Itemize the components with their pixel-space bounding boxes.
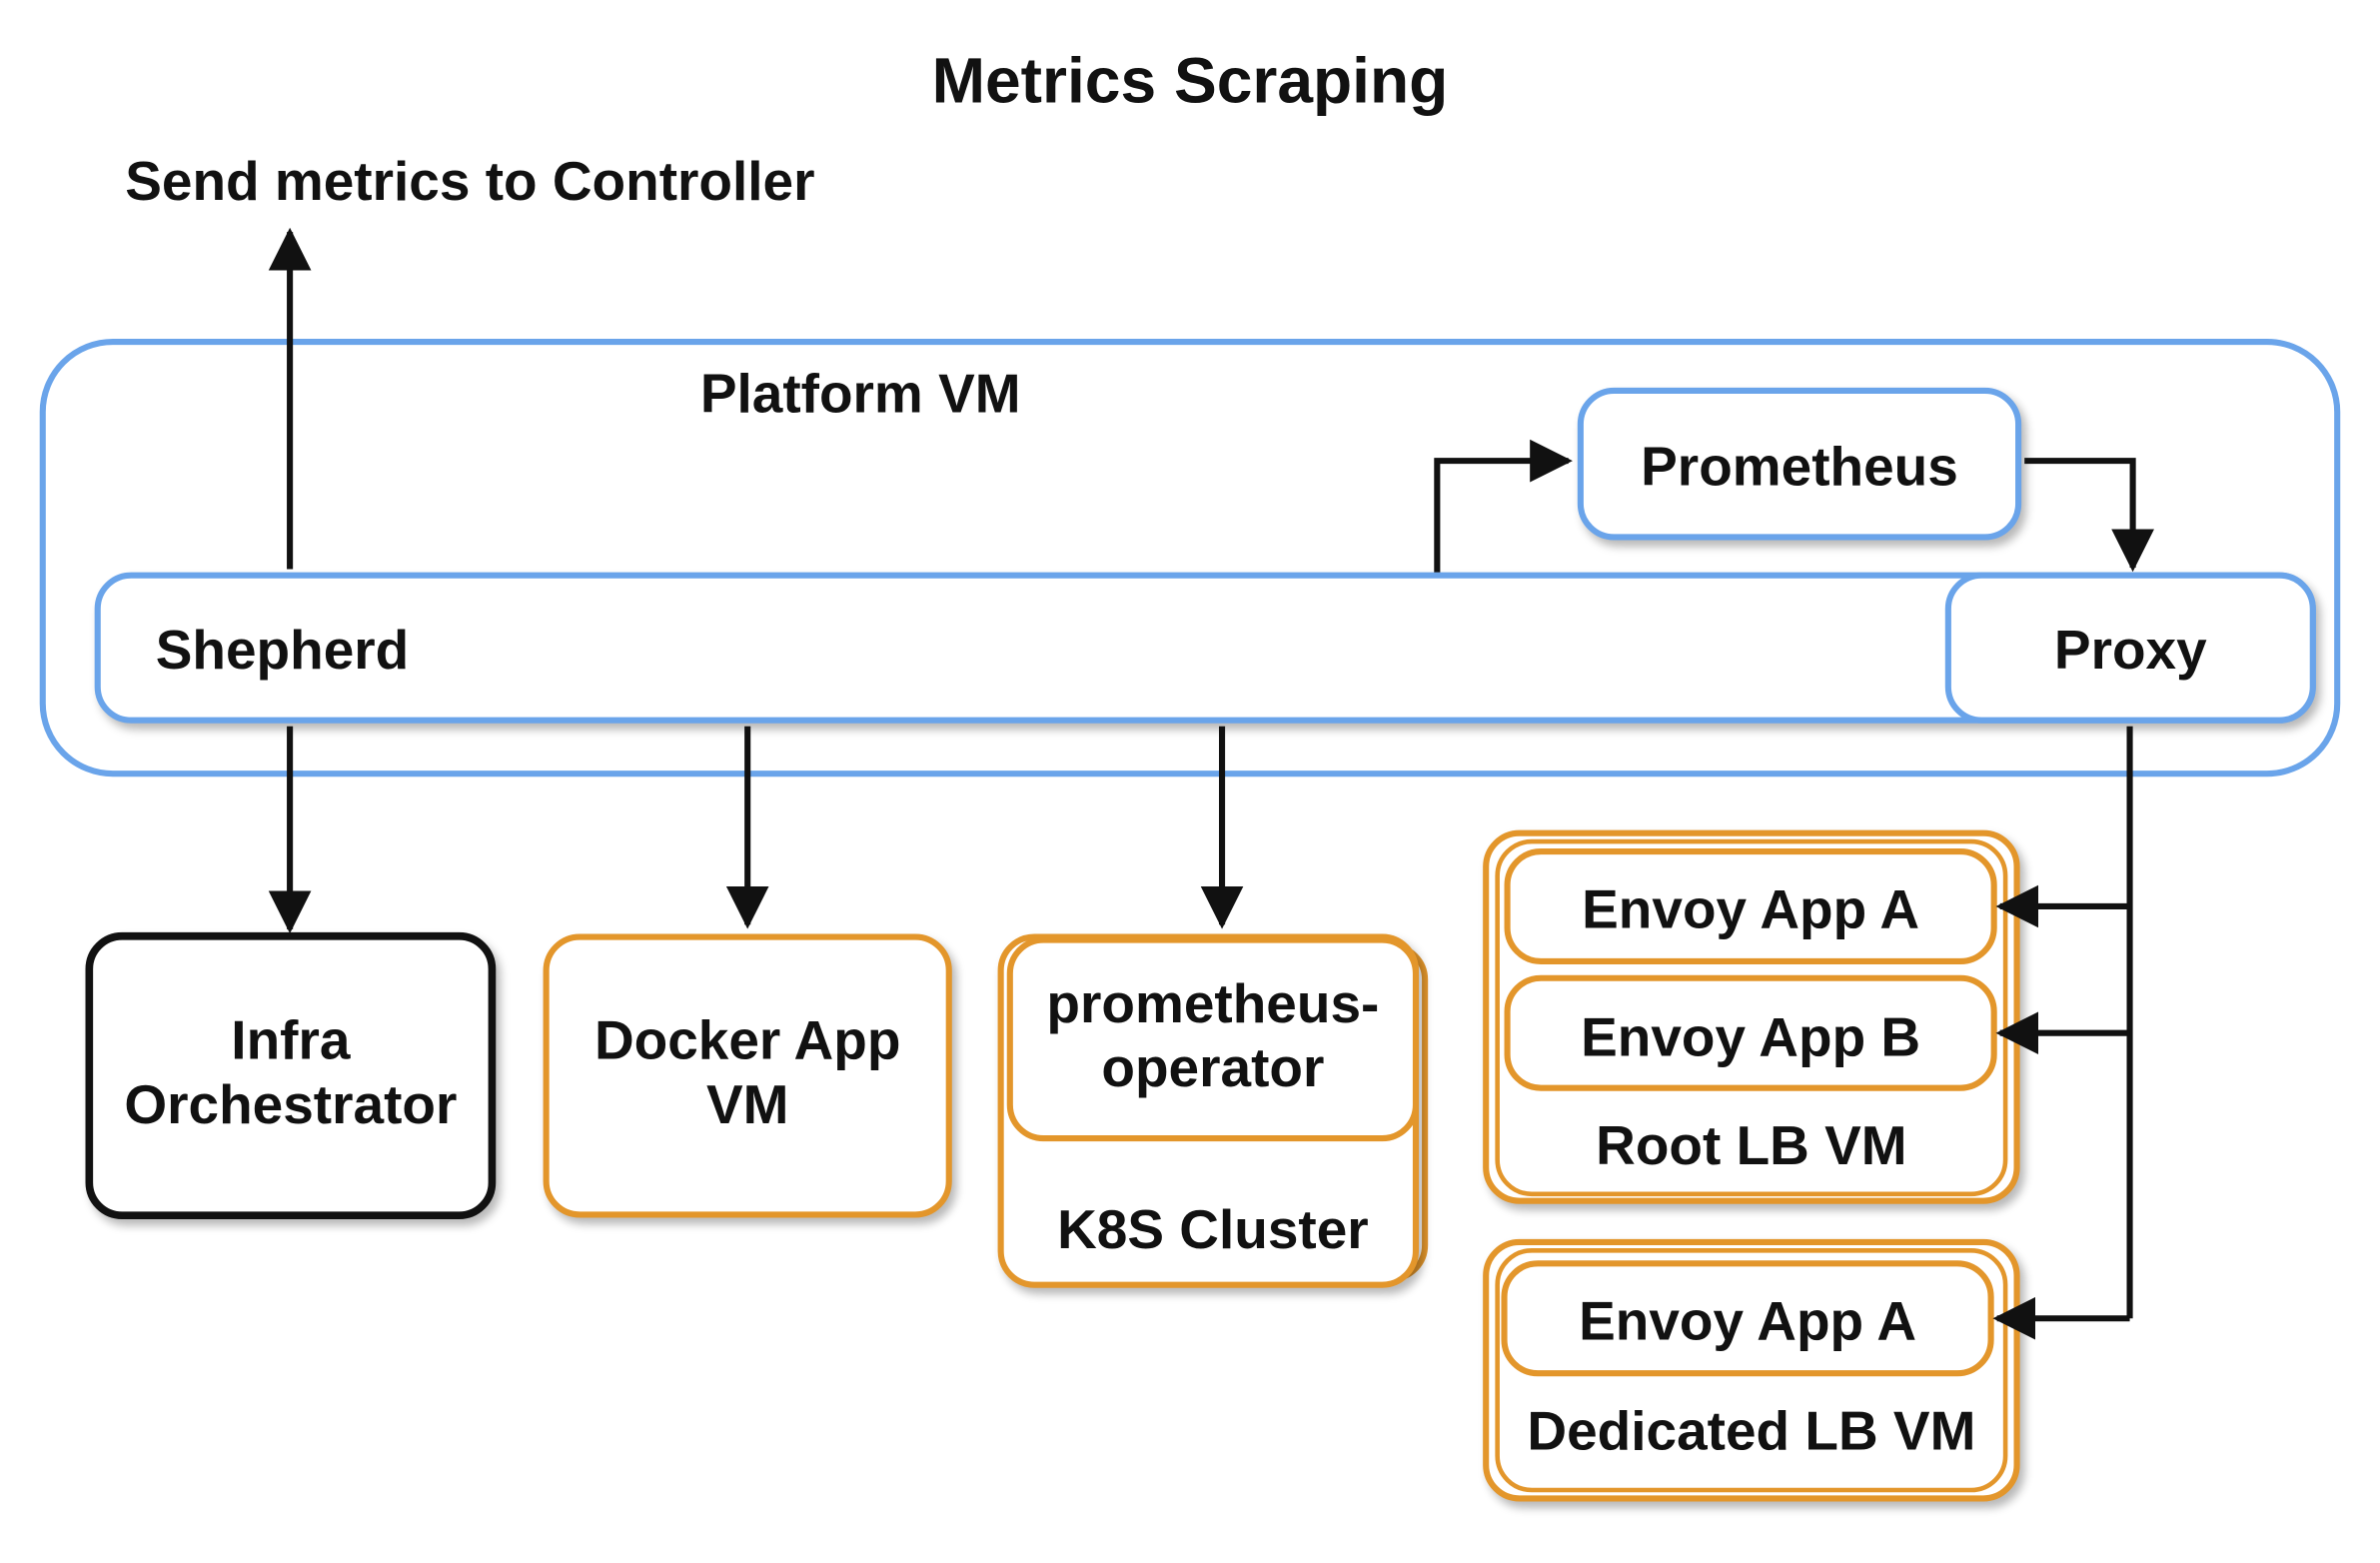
prometheus-operator-line2: operator [1101,1036,1325,1100]
k8s-cluster-label: K8S Cluster [1057,1197,1369,1261]
arrow-prometheus-to-proxy [2024,458,2154,573]
root-lb-vm-label: Root LB VM [1596,1113,1907,1177]
arrow-to-prometheus [1434,439,1573,573]
platform-vm-label: Platform VM [699,361,1021,425]
infra-orchestrator-label: Infra Orchestrator [86,1008,497,1138]
diagram-title: Metrics Scraping [931,44,1449,117]
prometheus-operator-line1: prometheus- [1046,971,1380,1035]
envoy-app-b-root-box [1504,974,1997,1091]
envoy-app-a-root-label: Envoy App A [1582,876,1920,940]
envoy-app-a-dedicated-box [1501,1260,1994,1377]
infra-orchestrator-line2: Orchestrator [124,1073,458,1136]
prometheus-operator-label: prometheus- operator [1007,972,1419,1102]
shepherd-label: Shepherd [155,618,410,681]
proxy-box [1944,572,2316,724]
infra-orchestrator-box [85,931,497,1219]
envoy-app-b-root-label: Envoy App B [1581,1005,1921,1068]
prometheus-box [1577,387,2022,541]
envoy-app-a-dedicated-label: Envoy App A [1579,1289,1917,1352]
docker-app-vm-line1: Docker App [594,1008,901,1071]
dedicated-lb-vm-label: Dedicated LB VM [1527,1399,1976,1462]
send-metrics-label: Send metrics to Controller [125,149,815,213]
infra-orchestrator-line1: Infra [231,1008,351,1071]
envoy-app-a-root-box [1504,847,1997,965]
docker-app-vm-line2: VM [705,1073,789,1136]
proxy-label: Proxy [2053,618,2207,681]
prometheus-label: Prometheus [1641,435,1958,498]
docker-app-vm-box [543,933,952,1218]
prometheus-operator-box [1006,936,1420,1142]
docker-app-vm-label: Docker App VM [544,1008,952,1138]
